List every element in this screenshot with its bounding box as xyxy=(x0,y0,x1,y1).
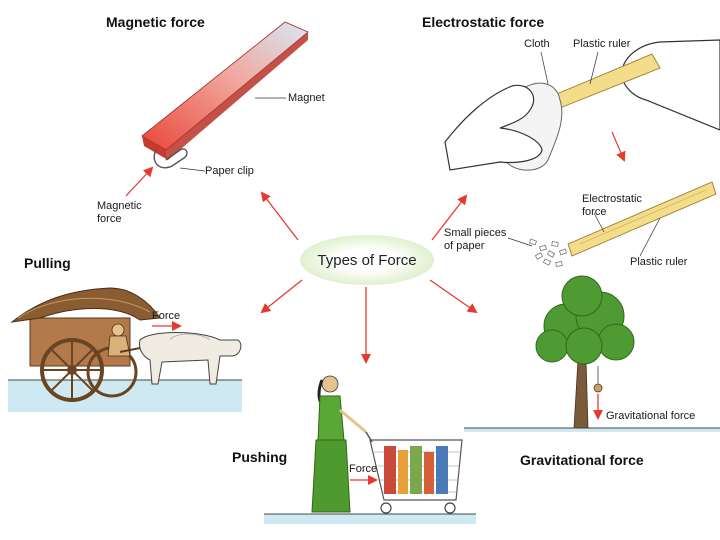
paper-clip-label: Paper clip xyxy=(205,165,254,177)
magnetic-force-label-line1: Magnetic xyxy=(97,200,142,212)
magnetic-force-title: Magnetic force xyxy=(106,14,205,30)
force-arrows xyxy=(260,191,478,364)
gravitational-force-title: Gravitational force xyxy=(520,452,644,468)
cloth-label: Cloth xyxy=(524,38,550,50)
arrow-to-gravitational xyxy=(429,279,478,314)
pushing-title: Pushing xyxy=(232,449,288,465)
ox-cart-illustration xyxy=(8,287,242,412)
magnet-illustration xyxy=(125,21,309,197)
gravitational-force-label: Gravitational force xyxy=(606,410,696,422)
plastic-ruler-top-label: Plastic ruler xyxy=(573,38,631,50)
small-pieces-label-line1: Small pieces xyxy=(444,227,507,239)
small-pieces-label-line2: of paper xyxy=(444,240,485,252)
magnetic-force-label-line2: force xyxy=(97,213,122,225)
electrostatic-force-title: Electrostatic force xyxy=(422,14,545,30)
plastic-ruler-bottom-label: Plastic ruler xyxy=(630,256,688,268)
pushing-force-label: Force xyxy=(349,463,378,475)
arrow-to-magnetic xyxy=(260,191,299,241)
electrostatic-label-line1: Electrostatic xyxy=(582,193,642,205)
pulling-title: Pulling xyxy=(24,255,71,271)
trolley-illustration xyxy=(264,375,476,524)
arrow-to-electrostatic xyxy=(431,194,468,241)
tree-illustration xyxy=(464,275,720,432)
electrostatic-illustration xyxy=(444,39,720,267)
center-topic: Types of Force xyxy=(300,235,434,285)
magnet-label: Magnet xyxy=(288,92,325,104)
pulling-force-label: Force xyxy=(152,310,181,322)
electrostatic-label-line2: force xyxy=(582,206,607,218)
arrow-to-pulling xyxy=(260,279,303,314)
